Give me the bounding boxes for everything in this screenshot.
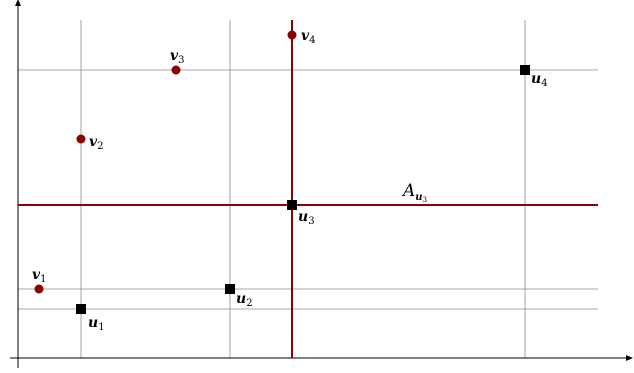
label-u2: u2 — [236, 291, 253, 309]
label-v3: v3 — [170, 48, 185, 66]
v-points — [34, 30, 297, 294]
label-v1: v1 — [32, 267, 47, 285]
highlight-lines — [18, 20, 598, 358]
axes — [10, 0, 633, 368]
annotation-label: Au3 — [401, 181, 427, 204]
grid-lines — [18, 20, 598, 358]
point-v4 — [287, 30, 297, 40]
label-u4: u4 — [531, 71, 548, 89]
point-u4 — [520, 65, 530, 75]
label-u3: u3 — [298, 209, 315, 227]
point-u1 — [76, 304, 86, 314]
label-v4: v4 — [301, 28, 316, 46]
point-u3 — [287, 200, 297, 210]
point-u2 — [225, 284, 235, 294]
point-v3 — [171, 65, 181, 75]
point-v2 — [76, 134, 86, 144]
label-u1: u1 — [88, 315, 105, 333]
label-v2: v2 — [89, 134, 104, 152]
u-points — [76, 65, 530, 314]
point-v1 — [34, 284, 44, 294]
